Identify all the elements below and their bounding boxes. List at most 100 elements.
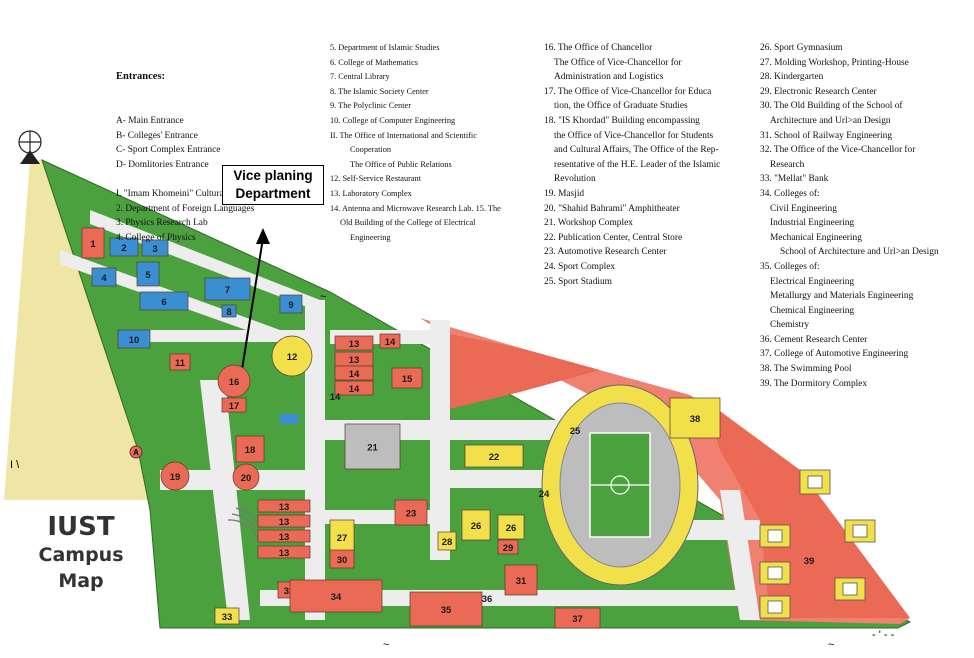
building-shape (334, 365, 374, 381)
building-label: 35 (441, 605, 452, 616)
legend-entry: Cooperation (350, 145, 392, 155)
callout-line-2: Department (235, 186, 311, 201)
building-shape (344, 423, 401, 470)
building-label: 10 (129, 335, 140, 346)
building-label: 8 (226, 307, 231, 318)
building-9: 9 (279, 294, 303, 314)
building-shape (257, 529, 311, 543)
building-label: 19 (170, 472, 181, 483)
legend-entry: D- Domlitories Entrance (116, 159, 209, 170)
building-35: 35 (409, 591, 483, 627)
legend-entry: 32. The Office of the Vice-Chancellor fo… (760, 145, 916, 156)
legend-entry: the Office of Vice-Chancellor for Studen… (554, 130, 714, 141)
building-shape (409, 591, 483, 627)
legend-entry: 30. The Old Building of the School of (760, 101, 903, 112)
building-shape (497, 539, 519, 555)
building-25: 25 (570, 426, 581, 437)
building-shape (279, 294, 303, 314)
building-label: 23 (406, 509, 417, 520)
legend-entry: 25. Sport Stadium (544, 276, 612, 287)
building-label: 21 (367, 443, 378, 454)
legend-entry: 10. College of Computer Engineering (330, 115, 456, 125)
building-shape (117, 329, 151, 349)
building-shape (214, 607, 240, 625)
building-label: 30 (337, 555, 348, 566)
building-label: 38 (690, 414, 701, 425)
legend-entry: 24. Sport Complex (544, 261, 616, 272)
map-title: IUST Campus Map (20, 512, 142, 594)
legend-entry: Chemical Engineering (770, 305, 855, 316)
building-shape (379, 333, 401, 349)
entrance-label: A (133, 448, 139, 457)
building-label: 9 (288, 300, 293, 311)
building-label: 5 (145, 270, 151, 281)
building-label: 13 (279, 548, 290, 559)
entrances-heading: Entrances: (116, 71, 165, 83)
map-title-line-1: IUST (47, 512, 115, 542)
building-18: 18 (235, 435, 265, 463)
legend-entry: Mechanical Engineering (770, 232, 862, 243)
building-10: 10 (117, 329, 151, 349)
dormitory-blocks (759, 469, 876, 619)
sand-area (4, 160, 148, 500)
building-label: 22 (489, 452, 500, 463)
building-shape (81, 227, 105, 259)
legend-entry: 33. "Mellat" Bank (760, 174, 829, 185)
legend-entry: 9. The Polyclinic Center (330, 101, 411, 111)
building-38: 38 (669, 397, 721, 439)
building-shape (257, 545, 311, 559)
legend-entry: resentative of the H.E. Leader of the Is… (554, 159, 721, 170)
building-21: 21 (344, 423, 401, 470)
building-shape (257, 514, 311, 528)
building-label: 13 (279, 532, 290, 543)
building-17: 17 (221, 397, 247, 413)
building-shape (464, 444, 524, 468)
building-shape (221, 397, 247, 413)
legend-entry: 23. Automotive Research Center (544, 247, 667, 258)
callout-arrow (239, 228, 270, 383)
building-label: 3 (152, 244, 157, 255)
map-title-line-3: Map (58, 570, 104, 592)
building-14: 14 (334, 365, 374, 381)
vice-planning-callout: Vice planing Department (222, 165, 324, 205)
building-shape (271, 335, 313, 377)
building-12: 12 (271, 335, 313, 377)
building-label: 13 (279, 517, 290, 528)
building-shape (391, 367, 423, 389)
building-label: 18 (245, 445, 256, 456)
building-shape (504, 564, 538, 596)
building-label: 14 (349, 384, 360, 395)
legend-entry: 21. Workshop Complex (544, 218, 633, 229)
legend-entry: 13. Laboratory Complex (330, 188, 412, 198)
building-label: 36 (482, 594, 493, 605)
building-shape (217, 364, 251, 398)
legend-entry: and Cultural Affairs, The Office of the … (554, 145, 719, 156)
legend-entry: Architecture and Url>an Design (770, 115, 891, 126)
building-shape (334, 335, 374, 351)
building-5: 5 (136, 261, 160, 287)
building-22: 22 (464, 444, 524, 468)
legend-entry: I. "Imam Khomeini" Cultural Complex (116, 188, 263, 199)
building-shape (334, 380, 374, 396)
building-label: 4 (101, 273, 107, 284)
north-arrow-icon (18, 130, 42, 164)
marks-layer: AI \~~~- ' - - (10, 291, 895, 651)
building-2: 2 (109, 237, 139, 257)
building-shape (169, 353, 191, 371)
building-20: 20 (232, 463, 260, 491)
building-26: 26 (461, 509, 491, 541)
building-11: 11 (169, 353, 191, 371)
building-shape (221, 304, 237, 318)
pond (280, 414, 298, 424)
building-13: 13 (257, 545, 311, 559)
legend-entry: Civil Engineering (770, 203, 837, 214)
edge-mark: ~ (383, 639, 389, 651)
building-33: 33 (214, 607, 240, 625)
building-shape (497, 514, 525, 540)
building-shape (232, 463, 260, 491)
legend-entry: C- Sport Complex Entrance (116, 145, 221, 156)
